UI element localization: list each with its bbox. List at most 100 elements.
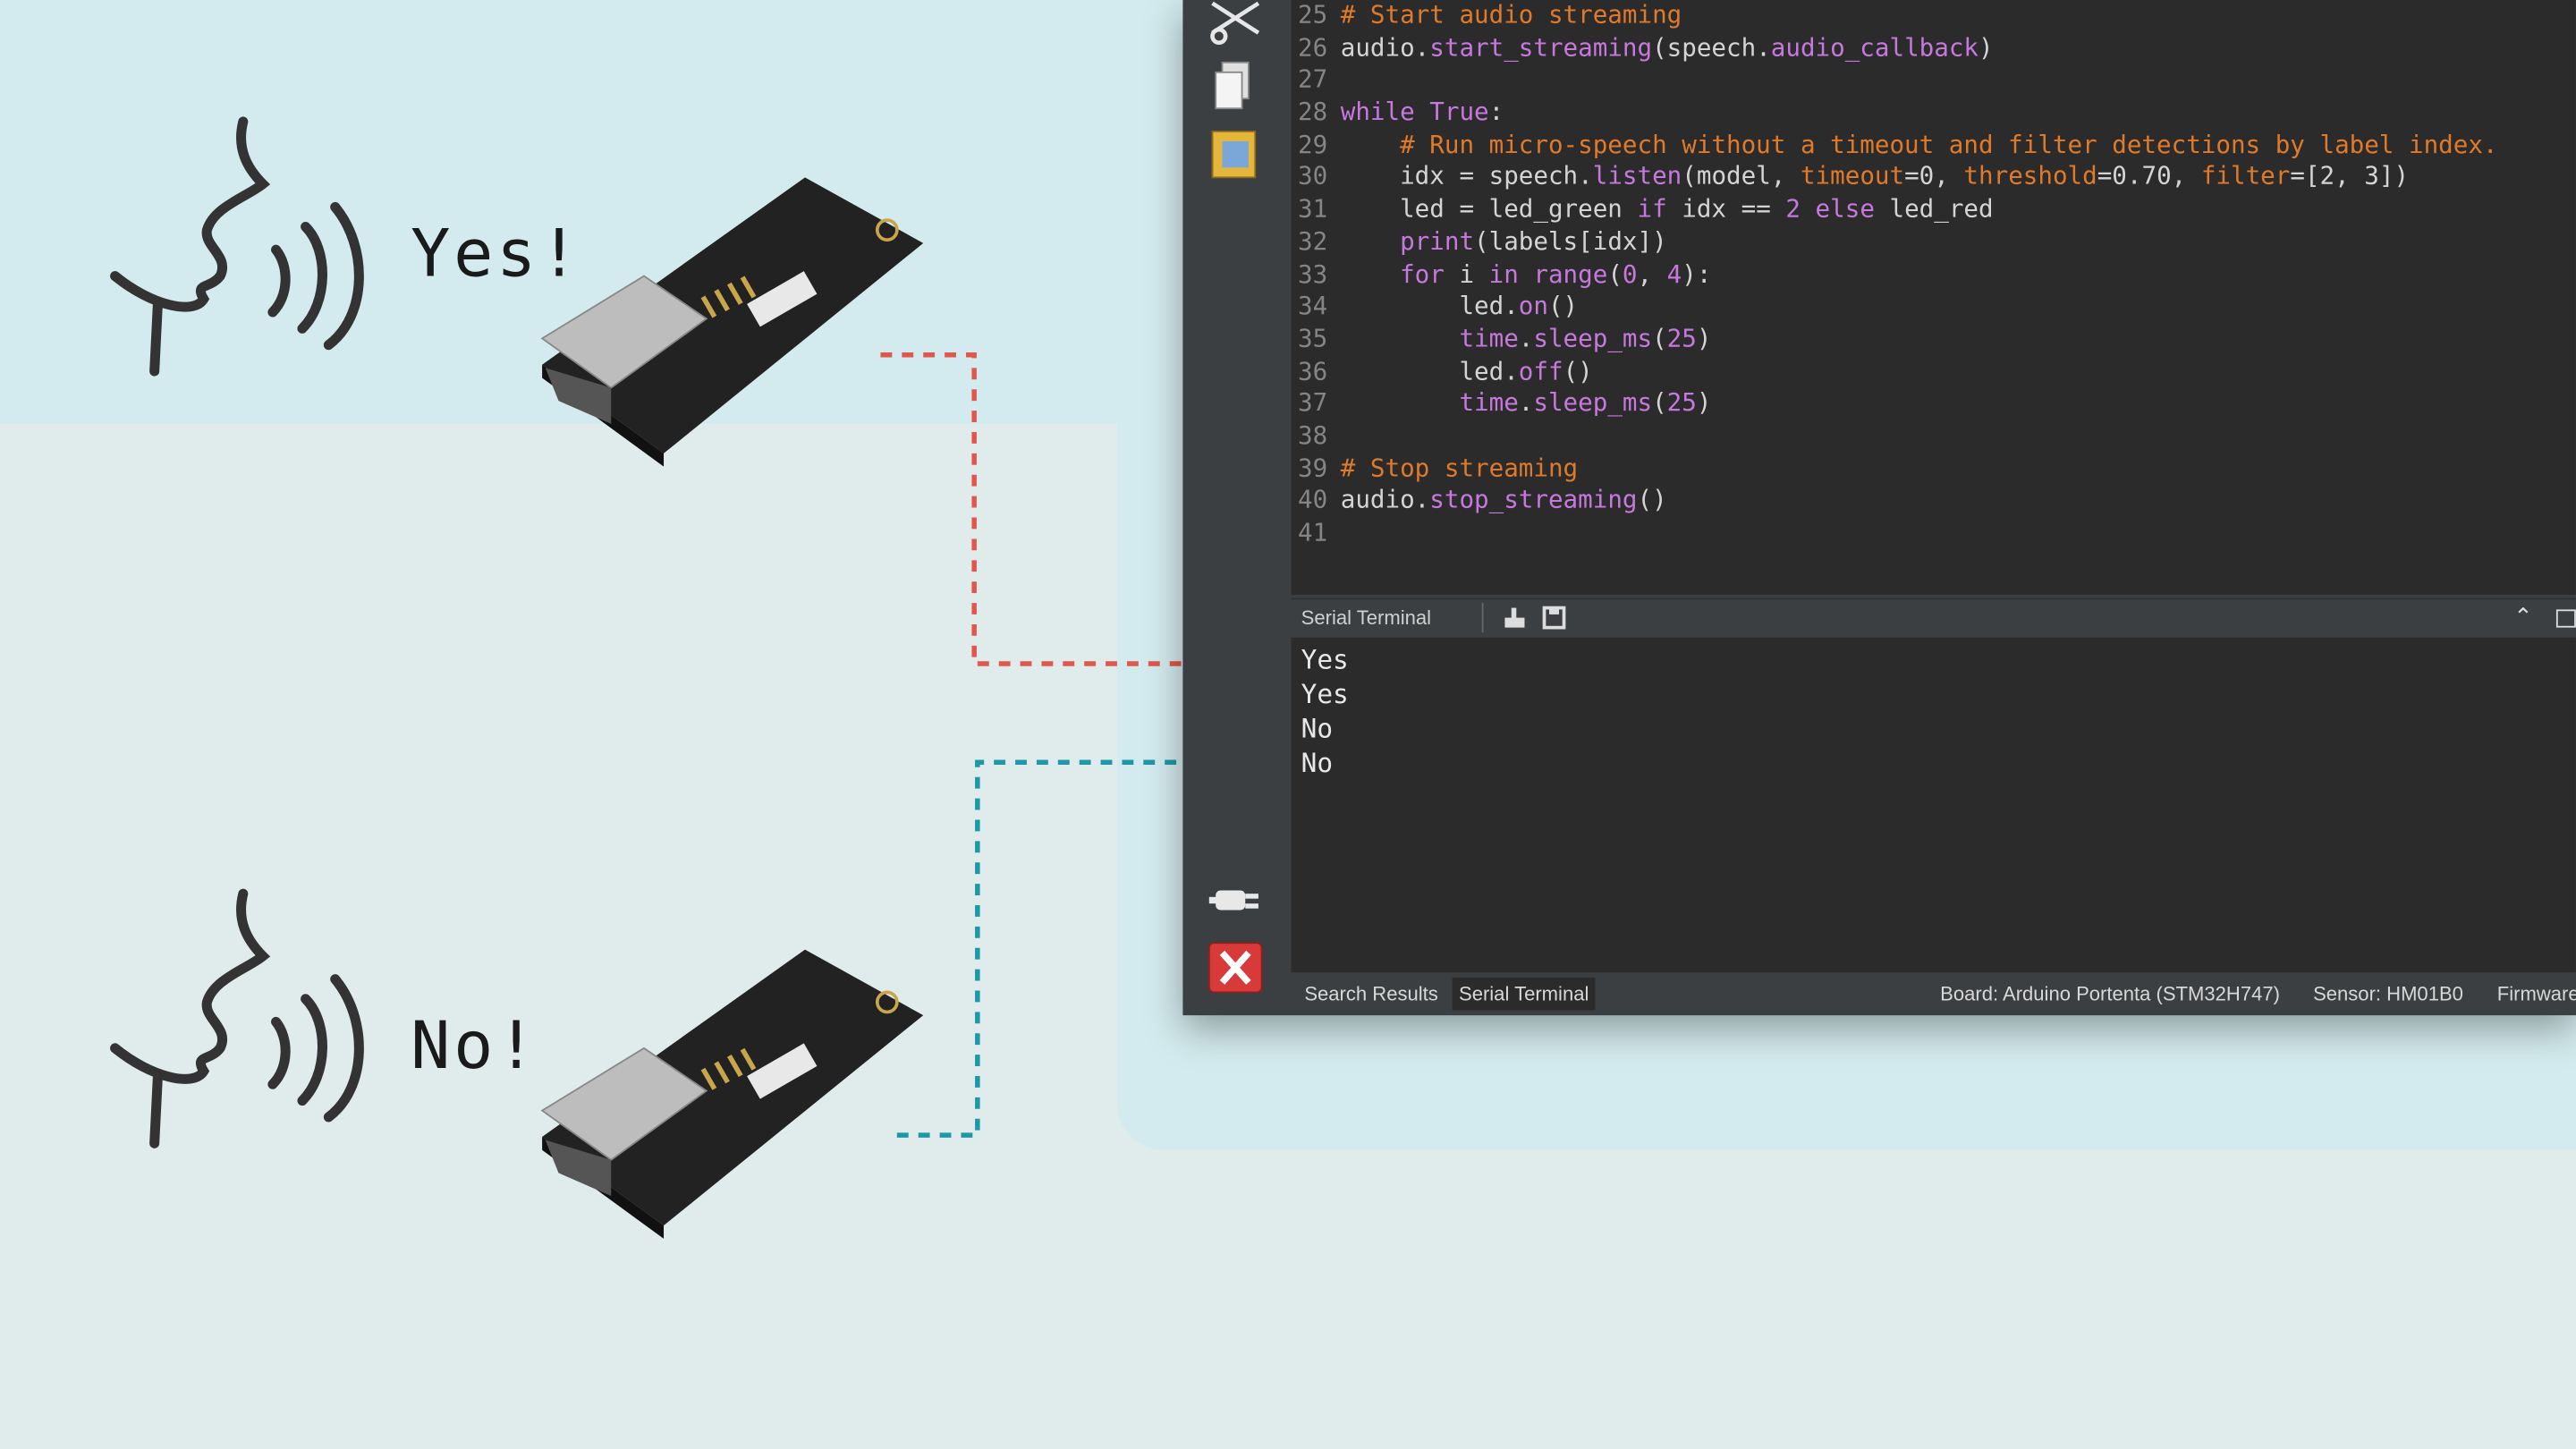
code-token bbox=[1341, 226, 1400, 256]
code-line: 34 led.on() bbox=[1292, 291, 2498, 323]
line-number: 32 bbox=[1297, 226, 1328, 257]
connect-icon[interactable] bbox=[1206, 874, 1265, 929]
code-token: if bbox=[1637, 193, 1667, 225]
terminal-line: Yes bbox=[1301, 678, 1349, 710]
code-token bbox=[1341, 388, 1460, 418]
toolbar bbox=[1182, 0, 1292, 1016]
code-token bbox=[1519, 258, 1534, 288]
code-token: time bbox=[1459, 387, 1519, 418]
line-number: 37 bbox=[1297, 387, 1328, 418]
code-line: 38 bbox=[1292, 420, 2498, 453]
code-token: 25 bbox=[1666, 323, 1697, 353]
code-token: print bbox=[1400, 226, 1475, 257]
code-line: 41 bbox=[1292, 518, 2498, 550]
code-token: . bbox=[1518, 323, 1534, 353]
code-token: on bbox=[1518, 291, 1548, 321]
copy-icon[interactable] bbox=[1206, 59, 1265, 114]
code-token: 0 bbox=[1622, 258, 1638, 289]
code-token: led. bbox=[1340, 291, 1519, 321]
line-number: 38 bbox=[1297, 420, 1328, 451]
line-number: 29 bbox=[1297, 129, 1328, 159]
code-line: 35 time.sleep_ms(25) bbox=[1292, 324, 2498, 356]
speaking-head-icon-no bbox=[110, 888, 364, 1148]
code-token bbox=[1341, 324, 1460, 353]
stop-icon[interactable] bbox=[1206, 940, 1265, 996]
line-number: 40 bbox=[1297, 485, 1328, 515]
terminal-save-icon[interactable] bbox=[1541, 605, 1567, 636]
line-number: 41 bbox=[1297, 517, 1328, 547]
code-token: ) bbox=[1979, 32, 1994, 63]
terminal-header: Serial Terminal ⌃ bbox=[1291, 597, 2576, 640]
code-token: led. bbox=[1340, 355, 1519, 386]
line-number: 30 bbox=[1297, 161, 1328, 191]
portenta-board-icon-yes bbox=[540, 177, 924, 467]
code-token: 25 bbox=[1666, 387, 1697, 418]
cut-icon[interactable] bbox=[1206, 0, 1265, 49]
tab-serial-terminal[interactable]: Serial Terminal bbox=[1452, 977, 1596, 1011]
code-token: range bbox=[1533, 258, 1608, 289]
code-token: ( bbox=[1652, 323, 1667, 353]
line-number: 39 bbox=[1297, 453, 1328, 483]
code-token: () bbox=[1563, 355, 1593, 386]
code-line: 36 led.off() bbox=[1292, 356, 2498, 388]
terminal-line: No bbox=[1301, 747, 1334, 779]
code-token: timeout bbox=[1800, 161, 1905, 191]
code-token: ( bbox=[1652, 387, 1667, 418]
code-token: sleep_ms bbox=[1533, 387, 1653, 418]
line-number: 27 bbox=[1297, 64, 1328, 95]
terminal-line: Yes bbox=[1301, 643, 1349, 675]
code-token: idx = speech. bbox=[1340, 161, 1593, 191]
code-token: : bbox=[1488, 97, 1504, 127]
code-token: =0, bbox=[1904, 161, 1964, 191]
code-token: audio bbox=[1340, 485, 1415, 515]
code-token: off bbox=[1518, 355, 1563, 386]
code-line: 29 # Run micro-speech without a timeout … bbox=[1292, 130, 2498, 162]
code-line: 39# Stop streaming bbox=[1292, 453, 2498, 485]
code-token: audio_callback bbox=[1770, 32, 1979, 63]
code-token: , bbox=[1637, 258, 1667, 289]
code-token: (model, bbox=[1682, 161, 1801, 191]
tab-search-results[interactable]: Search Results bbox=[1304, 982, 1438, 1006]
terminal-clear-icon[interactable] bbox=[1502, 605, 1528, 636]
paste-icon[interactable] bbox=[1206, 125, 1265, 181]
no-speech-label: No! bbox=[411, 1008, 539, 1085]
maximize-icon[interactable] bbox=[2555, 609, 2576, 628]
code-token: listen bbox=[1592, 161, 1682, 191]
line-number: 36 bbox=[1297, 355, 1328, 386]
line-number: 34 bbox=[1297, 291, 1328, 321]
code-line: 37 time.sleep_ms(25) bbox=[1292, 388, 2498, 420]
code-token: ) bbox=[1696, 387, 1712, 418]
board-status: Board: Arduino Portenta (STM32H747) bbox=[1940, 982, 2280, 1006]
code-line: 30 idx = speech.listen(model, timeout=0,… bbox=[1292, 162, 2498, 194]
chevron-up-icon[interactable]: ⌃ bbox=[2513, 603, 2533, 630]
divider bbox=[1481, 603, 1484, 633]
code-token: ): bbox=[1682, 258, 1712, 289]
code-token: else bbox=[1815, 193, 1875, 225]
code-token: led_red bbox=[1874, 193, 1994, 225]
sensor-status: Sensor: HM01B0 bbox=[2313, 982, 2463, 1006]
code-token: . bbox=[1414, 32, 1430, 63]
code-token: while bbox=[1340, 97, 1415, 127]
code-line: 32 print(labels[idx]) bbox=[1292, 226, 2498, 258]
yes-speech-label: Yes! bbox=[411, 216, 582, 292]
code-token: idx == bbox=[1666, 193, 1786, 225]
code-token: in bbox=[1488, 258, 1519, 289]
code-token: threshold bbox=[1963, 161, 2097, 191]
terminal-line: No bbox=[1301, 713, 1334, 745]
code-token: stop_streaming bbox=[1429, 485, 1638, 515]
code-token: True bbox=[1429, 97, 1489, 127]
code-token: (speech. bbox=[1652, 32, 1771, 63]
code-token: . bbox=[1518, 387, 1534, 418]
line-number: 35 bbox=[1297, 323, 1328, 353]
code-token: i bbox=[1444, 258, 1489, 289]
status-bar: Search Results Serial Terminal Board: Ar… bbox=[1291, 972, 2576, 1016]
code-token: audio bbox=[1340, 32, 1415, 63]
